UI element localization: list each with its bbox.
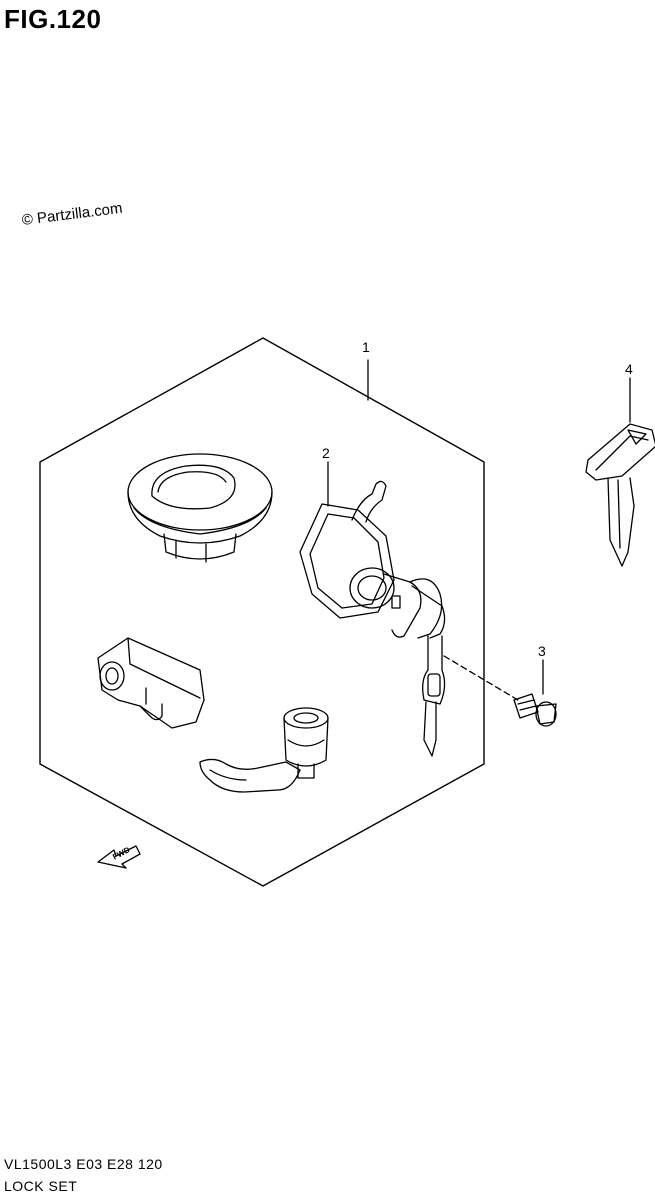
bolt-part xyxy=(513,693,557,727)
figure-title: FIG.120 xyxy=(4,4,102,34)
helmet-lock-part xyxy=(97,637,205,729)
seat-lock-part xyxy=(299,480,446,639)
lock-set-hexagon xyxy=(39,337,485,887)
lid-lock-part xyxy=(199,707,329,793)
blank-key-part xyxy=(585,423,655,567)
attached-key-part xyxy=(422,635,446,757)
callout-2-label: 2 xyxy=(322,445,330,461)
callout-4-label: 4 xyxy=(625,361,633,377)
callout-3-dashed-leader xyxy=(443,655,519,701)
callout-1-label: 1 xyxy=(362,339,370,355)
part-group-name: LOCK SET xyxy=(4,1178,78,1194)
fwd-arrow xyxy=(97,845,141,869)
fuel-cap-part xyxy=(127,453,273,563)
callout-3-label: 3 xyxy=(538,643,546,659)
model-code: VL1500L3 E03 E28 120 xyxy=(4,1156,163,1172)
